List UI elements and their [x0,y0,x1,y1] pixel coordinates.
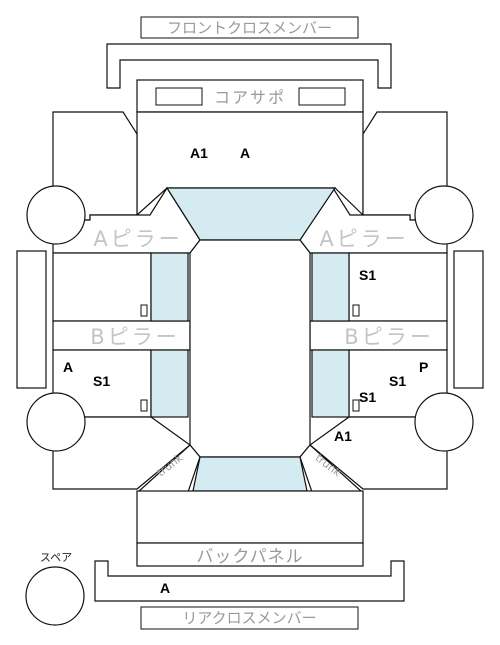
left-front-door [52,252,152,322]
right-rear-door-damage-code-p: P [419,359,428,375]
right-headlight [298,87,346,106]
right-rear-quarter-damage-code: A1 [334,428,352,444]
left-rear-door-handle [140,399,148,412]
right-rear-window [311,349,350,418]
left-a-pillar-label: Aピラー [93,227,182,251]
back-panel-label: バックパネル [196,547,303,567]
right-b-pillar-label: Bピラー [344,325,433,349]
left-front-tire [26,185,86,245]
left-rear-quarter-panel [52,416,191,490]
rear-bumper-damage-code: A [160,580,170,596]
left-rear-door-damage-code-s1: S1 [93,373,110,389]
right-front-tire [414,185,474,245]
right-front-door-handle [352,304,360,317]
right-b-pillar [309,320,448,351]
front-bumper [106,43,392,89]
rear-bumper [94,560,405,602]
right-front-door-damage-code: S1 [359,267,376,283]
left-b-pillar [52,320,191,351]
front-cross-member-box [140,16,359,39]
left-front-window [150,252,189,322]
rear-window [192,456,308,492]
hood-damage-code-a1: A1 [190,145,208,161]
back-panel [136,542,364,567]
rear-cross-member-box [140,606,359,630]
right-side-sill [453,250,484,389]
core-support-label: コアサポ [214,88,286,107]
left-headlight [155,87,203,106]
hood-damage-code-a: A [240,145,250,161]
left-b-pillar-label: Bピラー [90,325,179,349]
right-rear-door-handle [352,399,360,412]
left-rear-door-damage-code-a: A [63,359,73,375]
right-front-window [311,252,350,322]
spare-tire [25,566,85,626]
right-rear-door-damage-code-s1-lower: S1 [359,389,376,405]
trunk-lid [136,490,364,544]
front-cross-member-label: フロントクロスメンバー [167,19,332,37]
right-front-door [348,252,448,322]
left-front-door-handle [140,304,148,317]
right-rear-tire [414,392,474,452]
left-rear-tire [26,392,86,452]
roof [189,239,311,458]
rear-cross-member-label: リアクロスメンバー [182,609,316,627]
right-a-pillar-label: Aピラー [319,227,408,251]
spare-label: スペア [40,551,72,564]
left-rear-window [150,349,189,418]
right-rear-door-damage-code-s1: S1 [389,373,406,389]
left-side-sill [16,250,47,389]
